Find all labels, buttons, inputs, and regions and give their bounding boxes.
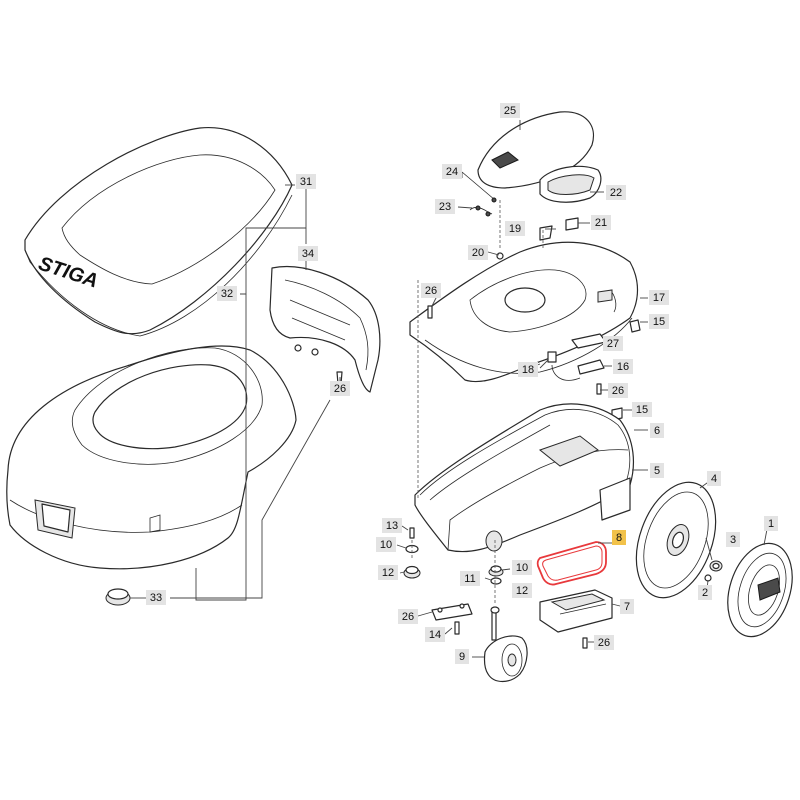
- svg-text:26: 26: [598, 637, 610, 649]
- callout-13: 13: [382, 518, 402, 533]
- callout-10a: 10: [376, 537, 396, 552]
- svg-text:19: 19: [509, 223, 521, 235]
- svg-text:12: 12: [516, 585, 528, 597]
- highlighted-gasket-part: [536, 541, 607, 586]
- callout-23: 23: [435, 199, 455, 214]
- svg-text:15: 15: [653, 316, 665, 328]
- callout-6: 6: [650, 423, 664, 438]
- body-shell-part: [6, 345, 297, 570]
- svg-text:33: 33: [150, 592, 162, 604]
- callout-11: 11: [460, 571, 480, 586]
- callout-34: 34: [298, 246, 318, 261]
- svg-text:26: 26: [425, 285, 437, 297]
- svg-text:31: 31: [300, 176, 312, 188]
- svg-text:5: 5: [654, 465, 660, 477]
- callout-4: 4: [707, 471, 721, 486]
- small-parts-right: [427, 305, 641, 421]
- svg-text:7: 7: [624, 601, 630, 613]
- svg-text:9: 9: [459, 651, 465, 663]
- svg-text:10: 10: [516, 562, 528, 574]
- svg-text:6: 6: [654, 425, 660, 437]
- callout-12b: 12: [512, 583, 532, 598]
- callout-19: 19: [505, 221, 525, 236]
- control-module-part: [539, 165, 602, 203]
- callout-24: 24: [442, 164, 462, 179]
- svg-text:22: 22: [610, 187, 622, 199]
- svg-text:11: 11: [464, 573, 475, 585]
- callout-2: 2: [698, 585, 712, 600]
- svg-text:15: 15: [636, 404, 648, 416]
- callout-12a: 12: [378, 565, 398, 580]
- svg-text:21: 21: [595, 217, 607, 229]
- svg-text:2: 2: [702, 587, 708, 599]
- small-parts-top: [461, 171, 579, 260]
- callout-1: 1: [764, 516, 778, 531]
- callout-31: 31: [296, 174, 316, 189]
- callout-16: 16: [613, 359, 633, 374]
- wheel-hub-part: [704, 560, 723, 582]
- svg-text:8: 8: [616, 532, 622, 544]
- svg-text:4: 4: [711, 473, 717, 485]
- callout-10b: 10: [512, 560, 532, 575]
- svg-text:26: 26: [402, 611, 414, 623]
- svg-text:16: 16: [617, 361, 629, 373]
- callout-5: 5: [650, 463, 664, 478]
- wheel-cap-part: [727, 542, 793, 638]
- rear-wheel-part: [635, 481, 717, 599]
- callout-20: 20: [468, 245, 488, 260]
- svg-text:12: 12: [382, 567, 394, 579]
- callout-27: 27: [603, 336, 623, 351]
- svg-text:32: 32: [221, 288, 233, 300]
- battery-box-part: [539, 589, 613, 649]
- foot-part: [105, 588, 131, 606]
- svg-text:1: 1: [768, 518, 774, 530]
- callout-7: 7: [620, 599, 634, 614]
- svg-text:24: 24: [446, 166, 458, 178]
- svg-text:3: 3: [730, 534, 736, 546]
- chassis-top-part: [409, 241, 639, 383]
- svg-text:27: 27: [607, 338, 619, 350]
- callout-14: 14: [425, 627, 445, 642]
- callout-26e: 26: [594, 635, 614, 650]
- callout-9: 9: [455, 649, 469, 664]
- svg-text:26: 26: [334, 383, 346, 395]
- front-wheel-part: [431, 603, 528, 683]
- callout-8: 8: [612, 530, 626, 545]
- top-cover-part: STIGA: [24, 127, 293, 337]
- svg-text:20: 20: [472, 247, 484, 259]
- callout-18: 18: [518, 362, 538, 377]
- callout-25: 25: [500, 103, 520, 118]
- bumper-cover-part: [269, 265, 381, 393]
- svg-text:25: 25: [504, 105, 516, 117]
- svg-text:23: 23: [439, 201, 451, 213]
- callout-15b: 15: [632, 402, 652, 417]
- callout-15a: 15: [649, 314, 669, 329]
- callout-21: 21: [591, 215, 611, 230]
- callout-32: 32: [217, 286, 237, 301]
- callout-labels: 1 2 3 4 5 6 7 8 9 10 10 11 12 12 13 14 1…: [146, 103, 778, 664]
- callout-3: 3: [726, 532, 740, 547]
- svg-text:17: 17: [653, 292, 665, 304]
- svg-text:34: 34: [302, 248, 314, 260]
- svg-text:18: 18: [522, 364, 534, 376]
- lower-chassis-part: [414, 403, 635, 553]
- svg-text:10: 10: [380, 539, 392, 551]
- callout-26d: 26: [398, 609, 418, 624]
- callout-22: 22: [606, 185, 626, 200]
- svg-text:14: 14: [429, 629, 441, 641]
- svg-text:13: 13: [386, 520, 398, 532]
- svg-text:26: 26: [612, 385, 624, 397]
- callout-17: 17: [649, 290, 669, 305]
- callout-26a: 26: [421, 283, 441, 298]
- callout-26c: 26: [330, 381, 350, 396]
- callout-33: 33: [146, 590, 166, 605]
- callout-26b: 26: [608, 383, 628, 398]
